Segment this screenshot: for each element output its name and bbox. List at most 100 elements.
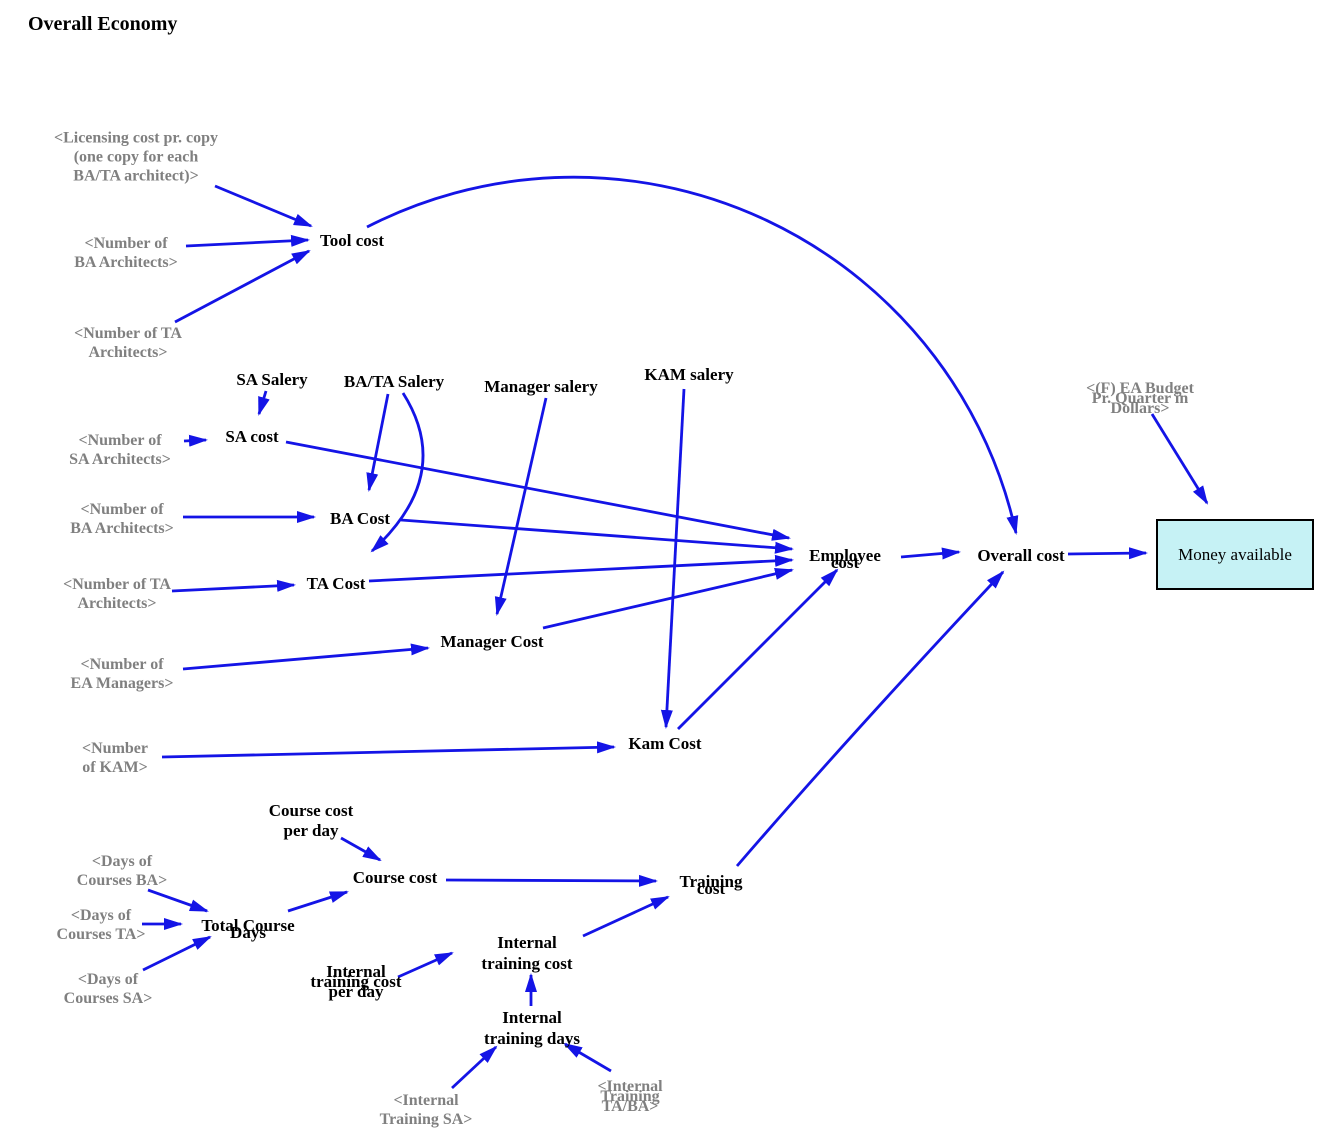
label-line: Internal xyxy=(502,1008,562,1027)
label-line: <Number of TA xyxy=(63,576,171,593)
edge-kam-salery-to-kam-cost xyxy=(660,388,686,729)
shadow-number-of-ea-managers[interactable]: <Number of EA Managers> xyxy=(71,655,174,693)
node-internal-training-cost[interactable]: Internal training cost xyxy=(481,932,572,974)
label-line: per day xyxy=(328,982,384,1001)
label-line: TA/BA> xyxy=(601,1098,659,1115)
label-line: <(F) EA Budget xyxy=(1086,380,1194,397)
label-line: Manager salery xyxy=(484,377,598,396)
label-line: TA Cost xyxy=(306,574,366,593)
node-total-course-days[interactable]: Total Course Days xyxy=(201,917,294,942)
node-manager-salery[interactable]: Manager salery xyxy=(484,377,597,397)
node-overall-cost[interactable]: Overall cost xyxy=(977,546,1064,566)
label-line: BA Cost xyxy=(330,509,390,528)
shadow-internal-training-ta-ba[interactable]: <Internal Training TA/BA> xyxy=(597,1078,663,1115)
edge-overall-cost-to-money-available xyxy=(1067,547,1148,560)
label-line: Days xyxy=(230,923,266,942)
label-line: Architects> xyxy=(88,344,168,361)
edge-num-kam-to-kam-cost xyxy=(161,741,616,759)
shadow-days-of-courses-sa[interactable]: <Days of Courses SA> xyxy=(64,970,153,1008)
label-line: Overall cost xyxy=(977,546,1065,565)
node-internal-training-cost-per-day[interactable]: Internal training cost per day xyxy=(310,963,402,1001)
shadow-number-of-ba-architects-top[interactable]: <Number of BA Architects> xyxy=(74,234,177,272)
label-line: Training xyxy=(679,872,743,891)
label-line: of KAM> xyxy=(82,759,148,776)
node-ba-cost[interactable]: BA Cost xyxy=(330,509,390,529)
money-available-box[interactable]: Money available xyxy=(1156,519,1314,590)
label-line: training cost xyxy=(310,972,402,991)
node-training-cost[interactable]: Training cost xyxy=(679,872,743,898)
node-kam-cost[interactable]: Kam Cost xyxy=(628,734,701,754)
label-line: Course cost xyxy=(268,801,354,820)
label-line: <Number of TA xyxy=(74,325,182,342)
node-sa-salery[interactable]: SA Salery xyxy=(236,370,307,390)
node-sa-cost[interactable]: SA cost xyxy=(225,427,278,447)
label-line: BA Architects> xyxy=(74,254,178,271)
node-kam-salery[interactable]: KAM salery xyxy=(644,365,733,385)
edge-int-training-sa-to-int-training-days xyxy=(451,1045,498,1090)
edge-bata-salery-to-ta-cost xyxy=(370,392,425,553)
label-line: <Days of xyxy=(91,853,153,870)
shadow-number-of-sa-architects[interactable]: <Number of SA Architects> xyxy=(69,431,171,469)
label-line: Tool cost xyxy=(319,231,385,250)
diagram-title: Overall Economy xyxy=(28,13,178,35)
node-course-cost[interactable]: Course cost xyxy=(353,868,438,888)
label-line: <Number of xyxy=(80,656,164,673)
label-line: training cost xyxy=(481,954,573,973)
label-line: <Number of xyxy=(78,432,162,449)
label-line: <Internal xyxy=(393,1092,459,1109)
node-course-cost-per-day[interactable]: Course cost per day xyxy=(269,801,354,841)
node-manager-cost[interactable]: Manager Cost xyxy=(440,632,543,652)
label-line: Training xyxy=(600,1088,660,1105)
label-line: <Licensing cost pr. copy xyxy=(53,129,219,147)
shadow-ea-budget-pr-quarter[interactable]: <(F) EA Budget Pr. Quarter in Dollars> xyxy=(1086,380,1194,417)
shadow-licensing-cost[interactable]: <Licensing cost pr. copy (one copy for e… xyxy=(54,129,218,186)
label-line: <Number of xyxy=(80,501,164,518)
edge-num-ba-top-to-tool-cost xyxy=(185,234,310,248)
node-ta-cost[interactable]: TA Cost xyxy=(307,574,366,594)
edge-num-ta-top-to-tool-cost xyxy=(174,249,311,324)
edge-licensing-to-tool-cost xyxy=(214,184,313,228)
edge-num-ea-managers-to-manager-cost xyxy=(182,643,430,671)
label-line: <Number xyxy=(82,740,148,757)
label-line: Courses BA> xyxy=(76,872,168,889)
label-line: <Internal xyxy=(597,1078,663,1095)
edge-ba-cost-to-employee-cost xyxy=(400,518,794,554)
edge-course-cost-per-day-to-course-cost xyxy=(340,836,382,862)
label-line: <Days of xyxy=(70,907,132,924)
node-internal-training-days[interactable]: Internal training days xyxy=(484,1007,580,1049)
shadow-internal-training-sa[interactable]: <Internal Training SA> xyxy=(380,1091,473,1129)
shadow-number-of-kam[interactable]: <Number of KAM> xyxy=(82,739,148,777)
label-line: per day xyxy=(283,821,339,840)
label-line: BA/TA architect)> xyxy=(73,167,199,185)
label-line: Internal xyxy=(497,933,557,952)
shadow-number-of-ba-architects[interactable]: <Number of BA Architects> xyxy=(70,500,173,538)
label-line: Pr. Quarter in xyxy=(1091,390,1189,407)
edge-bata-salery-to-ba-cost xyxy=(366,393,390,492)
shadow-number-of-ta-architects[interactable]: <Number of TA Architects> xyxy=(63,575,171,613)
label-line: Manager Cost xyxy=(440,632,544,651)
node-employee-cost[interactable]: Employee cost xyxy=(809,546,881,571)
shadow-days-of-courses-ba[interactable]: <Days of Courses BA> xyxy=(77,852,167,890)
shadow-number-of-ta-architects-top[interactable]: <Number of TA Architects> xyxy=(74,324,182,362)
node-tool-cost[interactable]: Tool cost xyxy=(320,231,384,251)
label-line: cost xyxy=(696,879,726,898)
edge-num-ta-to-ta-cost xyxy=(171,579,296,593)
edge-ta-cost-to-employee-cost xyxy=(368,554,794,583)
node-ba-ta-salery[interactable]: BA/TA Salery xyxy=(344,372,444,392)
label-line: (one copy for each xyxy=(73,148,199,166)
edge-sa-cost-to-employee-cost xyxy=(285,440,791,541)
label-line: KAM salery xyxy=(644,365,734,384)
shadow-days-of-courses-ta[interactable]: <Days of Courses TA> xyxy=(57,906,146,944)
label-line: Courses TA> xyxy=(56,926,146,943)
edge-int-training-taba-to-int-training-days xyxy=(563,1042,612,1073)
label-line: Course cost xyxy=(352,868,438,887)
edge-course-cost-to-training-cost xyxy=(445,874,658,887)
label-line: <Days of xyxy=(77,971,139,988)
label-line: <Number of xyxy=(84,235,168,252)
edge-ea-budget-to-money-available xyxy=(1150,413,1209,505)
edge-int-cost-per-day-to-int-training-cost xyxy=(397,951,454,979)
label-line: Employee xyxy=(809,546,881,565)
edge-num-sa-to-sa-cost xyxy=(183,434,208,447)
